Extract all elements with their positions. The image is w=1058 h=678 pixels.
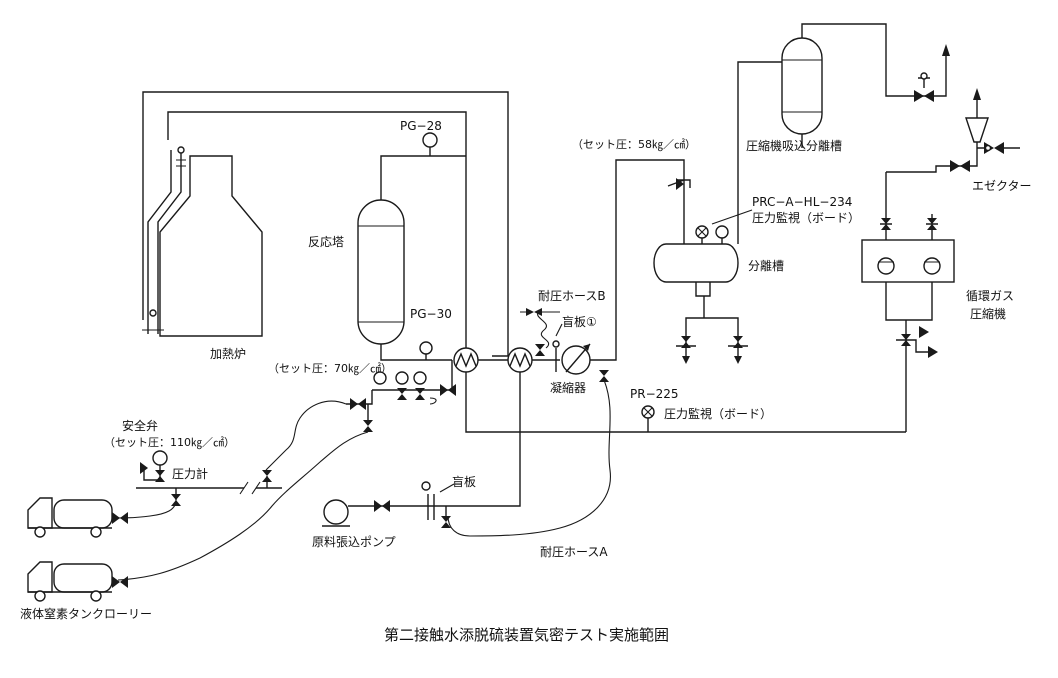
heat-exchanger-1 [453, 347, 479, 373]
vent-valve [914, 44, 950, 102]
furnace-top-piping [142, 91, 906, 433]
diagram-title: 第二接触水添脱硫装置気密テスト実施範囲 [384, 626, 669, 644]
separator-vessel [653, 243, 739, 346]
prc-tag-label: PRC−A−HL−234 [752, 195, 852, 209]
separator-gauges [695, 225, 729, 244]
separator-drain-valves [676, 336, 748, 364]
suction-drum [781, 23, 930, 148]
pump-label: 原料張込ポンプ [312, 535, 396, 549]
pr225-monitor-label: 圧力監視（ボード） [664, 406, 772, 421]
pg28-label: PG−28 [400, 119, 442, 133]
tank-lorry-2 [27, 561, 128, 602]
nitrogen-hose-coils [115, 379, 611, 581]
tank-lorry-1 [27, 497, 128, 538]
blind-plate-1 [552, 323, 563, 372]
feed-pump [322, 499, 416, 527]
separator-relief-valve [667, 178, 691, 190]
separator-setpoint-label: （セット圧：58㎏／㎠） [572, 138, 696, 151]
separator-to-suction-line [737, 61, 784, 244]
ejector-label: エゼクター [972, 179, 1032, 193]
blind-plate-1-label: 盲板① [562, 314, 597, 329]
reactor-vessel [357, 155, 466, 361]
compressor-label-1: 循環ガス [966, 289, 1014, 303]
heat-exchanger-2 [507, 347, 533, 373]
condenser-label: 凝縮器 [550, 380, 586, 395]
reactor-setpoint-label: （セット圧：70㎏／㎠） [268, 362, 392, 375]
hose-b [520, 308, 560, 349]
blind-plate [416, 481, 455, 528]
compressor-valves [880, 218, 938, 358]
pg30-gauge [419, 341, 433, 360]
condenser [561, 343, 591, 375]
prc-monitor-label: 圧力監視（ボード） [752, 210, 860, 225]
hose-a-valve [599, 370, 609, 382]
prc-tag-leader [711, 209, 753, 225]
valve-hose-b [535, 344, 545, 356]
furnace-label: 加熱炉 [210, 347, 246, 361]
pr225-tag-label: PR−225 [630, 387, 679, 401]
pg28-gauge [422, 132, 438, 156]
reactor-label: 反応塔 [308, 235, 344, 249]
compressor-label-2: 圧縮機 [970, 306, 1006, 321]
safety-valve-label: 安全弁 [122, 418, 158, 433]
pressure-gauge-label: 圧力計 [172, 466, 208, 481]
ejector [886, 88, 1020, 173]
pr225-gauge [641, 405, 655, 432]
recycle-compressor [861, 172, 955, 432]
blind-plate-label: 盲板 [452, 474, 476, 489]
condenser-outlet [590, 159, 685, 361]
hose-a-label: 耐圧ホースA [540, 545, 608, 559]
safety-setpoint-label: （セット圧：110㎏／㎠） [104, 436, 235, 449]
hose-b-label: 耐圧ホースB [538, 289, 606, 303]
tank-lorry-label: 液体窒素タンクローリー [20, 606, 152, 621]
truck-line [136, 470, 282, 506]
feed-manifold [346, 360, 456, 432]
safety-valve [140, 450, 168, 482]
exchanger-return-line [452, 372, 521, 507]
pg30-label: PG−30 [410, 307, 452, 321]
heating-furnace [142, 146, 263, 337]
separator-label: 分離槽 [748, 259, 784, 273]
suction-drum-label: 圧縮機吸込分離槽 [746, 138, 842, 153]
